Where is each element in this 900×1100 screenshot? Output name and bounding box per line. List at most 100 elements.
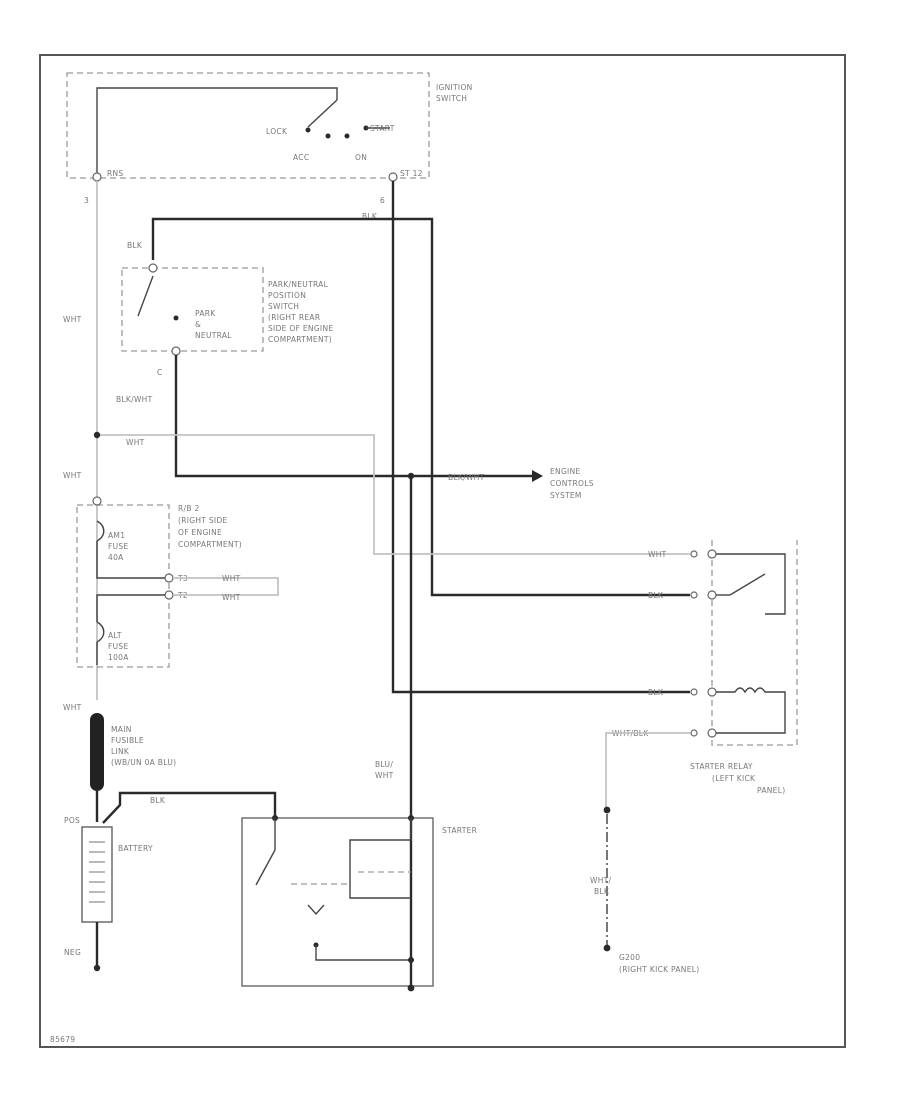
fuse-am1-label-2: FUSE	[108, 542, 129, 551]
starter-relay-label-3: PANEL)	[757, 786, 785, 795]
starter-relay-label-1: STARTER RELAY	[690, 762, 753, 771]
starter-relay: WHT BLK BLK WHT/BLK STARTER RELAY (LEFT …	[612, 540, 798, 795]
wire-wht-blk-relay	[605, 732, 690, 808]
splice-wht	[93, 431, 101, 439]
pn-switch-title-3: SWITCH	[268, 302, 299, 311]
battery-body	[81, 826, 113, 923]
ignition-pin-left-num: 3	[84, 196, 89, 205]
fuse-box-dashed-box	[76, 504, 170, 668]
pn-switch-title-5: SIDE OF ENGINE	[268, 324, 333, 333]
battery-neg-label: NEG	[64, 948, 81, 957]
ignition-switch-title-1: IGNITION	[436, 83, 473, 92]
park-neutral-switch: PARK & NEUTRAL PARK/NEUTRAL POSITION SWI…	[121, 263, 333, 377]
ignition-lock-label: LOCK	[266, 127, 288, 136]
wire-label-blk-wht-ecs: BLK/WHT	[448, 473, 485, 482]
engine-controls-label-2: CONTROLS	[550, 479, 594, 488]
starter-label: STARTER	[442, 826, 477, 835]
wire-label-wht-left: WHT	[63, 315, 82, 324]
engine-controls-label-3: SYSTEM	[550, 491, 582, 500]
fuse-am1-label-3: 40A	[108, 553, 124, 562]
pn-contact-label-1: PARK	[195, 309, 216, 318]
fuse-alt-label-3: 100A	[108, 653, 129, 662]
relay-block-2: AM1 FUSE 40A R/B 2 (RIGHT SIDE OF ENGINE…	[76, 496, 279, 668]
ignition-switch-title-2: SWITCH	[436, 94, 467, 103]
fuse-am1-label-1: AM1	[108, 531, 125, 540]
starter-relay-coil	[716, 687, 786, 734]
wire-label-blk-batt: BLK	[150, 796, 166, 805]
pn-switch-title-6: COMPARTMENT)	[268, 335, 332, 344]
battery-label: BATTERY	[118, 844, 153, 853]
ignition-start-label: START	[370, 124, 395, 133]
fuse-am1-symbol	[96, 520, 105, 542]
fusible-link-symbol	[90, 713, 104, 791]
battery: POS BATTERY NEG	[64, 816, 153, 972]
wire-label-wht-t2: WHT	[222, 593, 241, 602]
wire-label-blu-wht-2: WHT	[375, 771, 394, 780]
pn-switch-title-4: (RIGHT REAR	[268, 313, 320, 322]
wire-label-wht-link: WHT	[63, 703, 82, 712]
main-fusible-link: MAIN FUSIBLE LINK (WB/UN 0A BLU)	[90, 713, 176, 791]
pn-contact-label-2: &	[195, 320, 201, 329]
wire-blk-wht-pn	[174, 355, 532, 478]
starter: STARTER	[241, 815, 477, 992]
relay-wire-wht: WHT	[648, 550, 667, 559]
ignition-terminal-right	[388, 172, 398, 182]
ignition-terminal-left	[92, 172, 102, 182]
ground-g200	[603, 944, 611, 952]
wire-label-blk-wht: BLK/WHT	[116, 395, 153, 404]
wire-label-blk-pn: BLK	[127, 241, 143, 250]
starter-relay-outline	[711, 540, 798, 746]
ignition-acc-label: ACC	[293, 153, 309, 162]
fuse-box-title-2: (RIGHT SIDE	[178, 516, 228, 525]
ignition-pin-run: RNS	[107, 169, 123, 178]
ground-label-1: G200	[619, 953, 640, 962]
pn-switch-title-2: POSITION	[268, 291, 306, 300]
diagram-code: 85679	[50, 1035, 75, 1044]
fuse-box-title-1: R/B 2	[178, 504, 200, 513]
wire-label-blu-wht-1: BLU/	[375, 760, 393, 769]
splice-blu-wht	[407, 472, 415, 480]
arrow-to-engine-controls	[532, 470, 543, 482]
starter-motor-symbol	[307, 904, 325, 916]
fuse-alt-symbol	[96, 621, 105, 643]
ground-wire-label-2: BLK	[594, 887, 610, 896]
starter-box	[241, 817, 434, 987]
wire-blk-pn-to-relay	[151, 217, 690, 597]
wire-blk-battery-to-starter	[102, 791, 277, 824]
engine-controls-label-1: ENGINE	[550, 467, 581, 476]
wire-label-wht-mid: WHT	[126, 438, 145, 447]
relay-wire-blk-1: BLK	[648, 591, 664, 600]
wire-label-wht-t3: WHT	[222, 574, 241, 583]
ignition-switch-dashed-box	[66, 72, 430, 179]
splice-ground-upper	[603, 806, 611, 814]
pn-pin-bottom: C	[157, 368, 163, 377]
wire-label-blk-top: BLK	[362, 212, 378, 221]
ignition-switch-contact	[307, 99, 338, 128]
fusible-link-label-2: FUSIBLE	[111, 736, 144, 745]
fusible-link-label-4: (WB/UN 0A BLU)	[111, 758, 176, 767]
ignition-on-label: ON	[355, 153, 367, 162]
ignition-pin-right-num: 6	[380, 196, 385, 205]
fuse-alt-label-2: FUSE	[108, 642, 129, 651]
fuse-alt-label-1: ALT	[108, 631, 122, 640]
starter-relay-contact	[729, 573, 766, 596]
battery-pos-label: POS	[64, 816, 80, 825]
fusible-link-label-1: MAIN	[111, 725, 132, 734]
pn-switch-title-1: PARK/NEUTRAL	[268, 280, 329, 289]
fuse-box-title-4: COMPARTMENT)	[178, 540, 242, 549]
pn-switch-dashed-box	[121, 267, 264, 352]
pn-switch-contact	[137, 275, 154, 317]
relay-wire-blk-2: BLK	[648, 688, 664, 697]
ignition-pin-st: ST 12	[400, 169, 423, 178]
wire-blk-ignition-to-relay	[391, 181, 690, 694]
battery-ground-node	[93, 964, 101, 972]
wire-label-wht-left2: WHT	[63, 471, 82, 480]
starter-relay-label-2: (LEFT KICK	[712, 774, 756, 783]
fusible-link-label-3: LINK	[111, 747, 130, 756]
ignition-switch: LOCK ACC ON START IGNITION SWITCH RNS ST…	[66, 72, 473, 205]
ground-wire-label-1: WHT/	[590, 876, 612, 885]
fuse-box-title-3: OF ENGINE	[178, 528, 222, 537]
diagram-frame	[39, 54, 846, 1048]
wire-wht-to-relay	[97, 434, 690, 555]
